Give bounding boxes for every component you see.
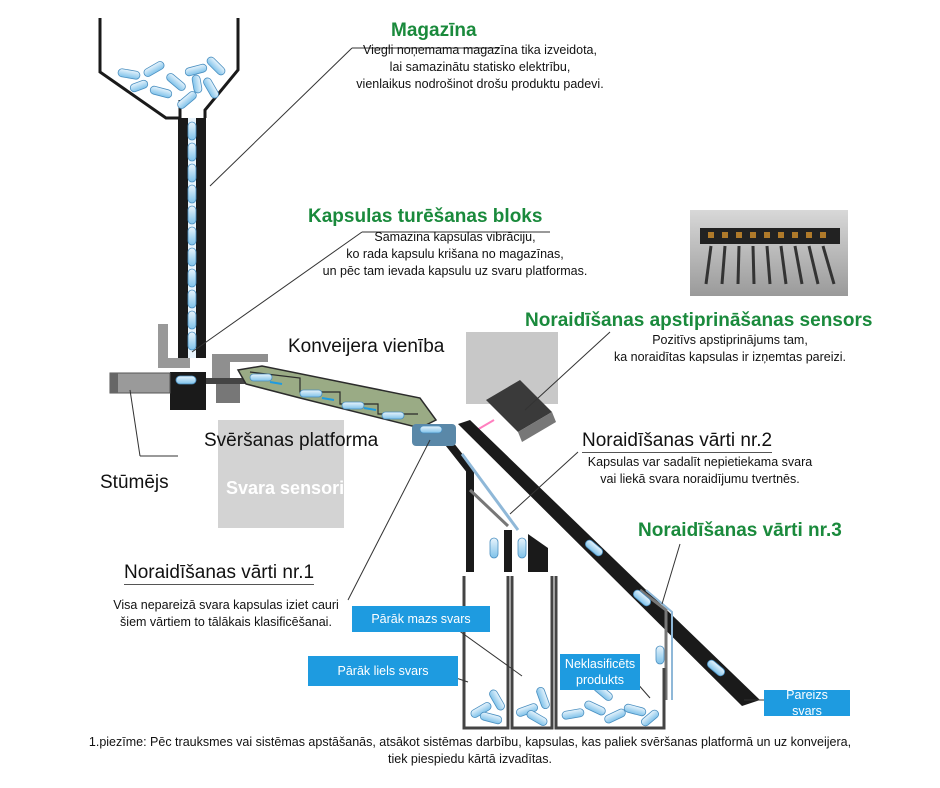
magazine-line-1: Viegli noņemama magazīna tika izveidota,	[363, 43, 597, 57]
reject-bins	[462, 576, 666, 730]
conveyor-unit	[236, 365, 438, 429]
holder-line-1: Samazina kapsulas vibrāciju,	[374, 230, 536, 244]
weight-sensors-box	[218, 420, 344, 528]
weighing-platform-block	[206, 378, 246, 403]
sensor-description: Pozitīvs apstiprinājums tam, ka noraidīt…	[590, 332, 870, 366]
unclassified-line-2: produkts	[576, 673, 624, 687]
holding-block	[158, 324, 268, 410]
gate3-title: Noraidīšanas vārti nr.3	[638, 520, 842, 541]
bin-capsules	[470, 537, 725, 727]
bin-label-unclassified: Neklasificēts produkts	[560, 654, 640, 690]
holder-title: Kapsulas turēšanas bloks	[308, 206, 543, 227]
magazine-line-2: lai samazinātu statisko elektrību,	[389, 60, 571, 74]
bin-label-too-heavy: Pārāk liels svars	[308, 656, 458, 686]
footnote-line-1: 1.piezīme: Pēc trauksmes vai sistēmas ap…	[88, 735, 852, 749]
gate2-description: Kapsulas var sadalīt nepietiekama svara …	[570, 454, 830, 488]
holder-line-2: ko rada kapsulu krišana no magazīnas,	[346, 247, 564, 261]
holder-line-3: un pēc tam ievada kapsulu uz svaru platf…	[322, 264, 588, 278]
gate2-title: Noraidīšanas vārti nr.2	[582, 430, 773, 453]
magazine-description: Viegli noņemama magazīna tika izveidota,…	[330, 42, 630, 93]
gate2-line-1: Kapsulas var sadalīt nepietiekama svara	[587, 455, 813, 469]
magazine-title: Magazīna	[391, 20, 477, 41]
reject-confirm-sensor	[466, 332, 558, 442]
weight-sensors-label: Svara sensori	[226, 478, 345, 498]
bin-label-too-light: Pārāk mazs svars	[352, 606, 490, 632]
gate1-description: Visa nepareizā svara kapsulas iziet caur…	[96, 597, 356, 631]
conveyor-label: Konveijera vienība	[288, 336, 445, 357]
gate1-line-1: Visa nepareizā svara kapsulas iziet caur…	[113, 598, 339, 612]
gate2-line-2: vai liekā svara noraidījumu tvertnēs.	[600, 472, 800, 486]
tube-capsules	[187, 121, 197, 351]
sensor-title: Noraidīšanas apstiprināšanas sensors	[525, 310, 873, 331]
hopper-capsules	[117, 56, 226, 109]
sensor-line-2: ka noraidītas kapsulas ir izņemtas parei…	[613, 350, 847, 364]
pusher	[109, 372, 171, 394]
reject-chute	[412, 420, 760, 706]
gate1-line-2: šiem vārtiem to tālākais klasificēšanai.	[120, 615, 332, 629]
bin-label-correct: Pareizs svars	[764, 688, 850, 718]
gate1-title: Noraidīšanas vārti nr.1	[124, 562, 315, 585]
sensor-line-1: Pozitīvs apstiprinājums tam,	[652, 333, 808, 347]
footnote-line-2: tiek piespiedu kārtā izvadītas.	[388, 752, 552, 766]
footnote: 1.piezīme: Pēc trauksmes vai sistēmas ap…	[20, 734, 920, 768]
unclassified-line-1: Neklasificēts	[564, 657, 636, 671]
platform-label: Svēršanas platforma	[204, 430, 379, 451]
magazine-line-3: vienlaikus nodrošinot drošu produktu pad…	[356, 77, 604, 91]
gate-3	[639, 588, 673, 700]
pusher-label: Stūmējs	[100, 472, 169, 493]
sensor-photo	[690, 210, 848, 296]
holder-description: Samazina kapsulas vibrāciju, ko rada kap…	[290, 229, 620, 280]
